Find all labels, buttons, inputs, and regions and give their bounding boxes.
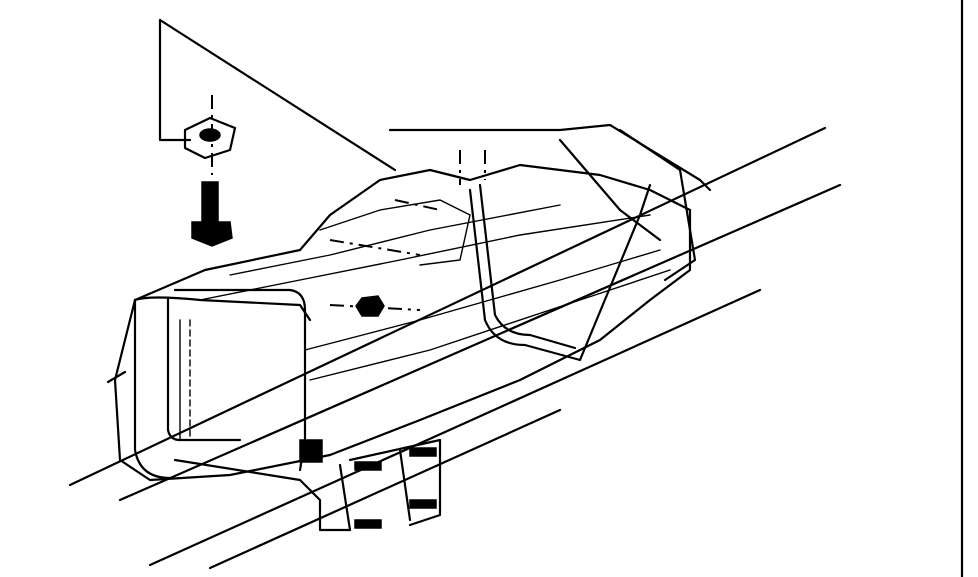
fuel-tank	[106, 163, 692, 482]
nut	[183, 116, 237, 160]
tank-fasteners	[329, 150, 486, 317]
bolt	[191, 181, 233, 247]
tank-straps	[166, 123, 712, 472]
frame-rails	[68, 126, 842, 570]
upper-bracket	[158, 18, 397, 175]
mounting-brackets-lower	[173, 438, 442, 532]
